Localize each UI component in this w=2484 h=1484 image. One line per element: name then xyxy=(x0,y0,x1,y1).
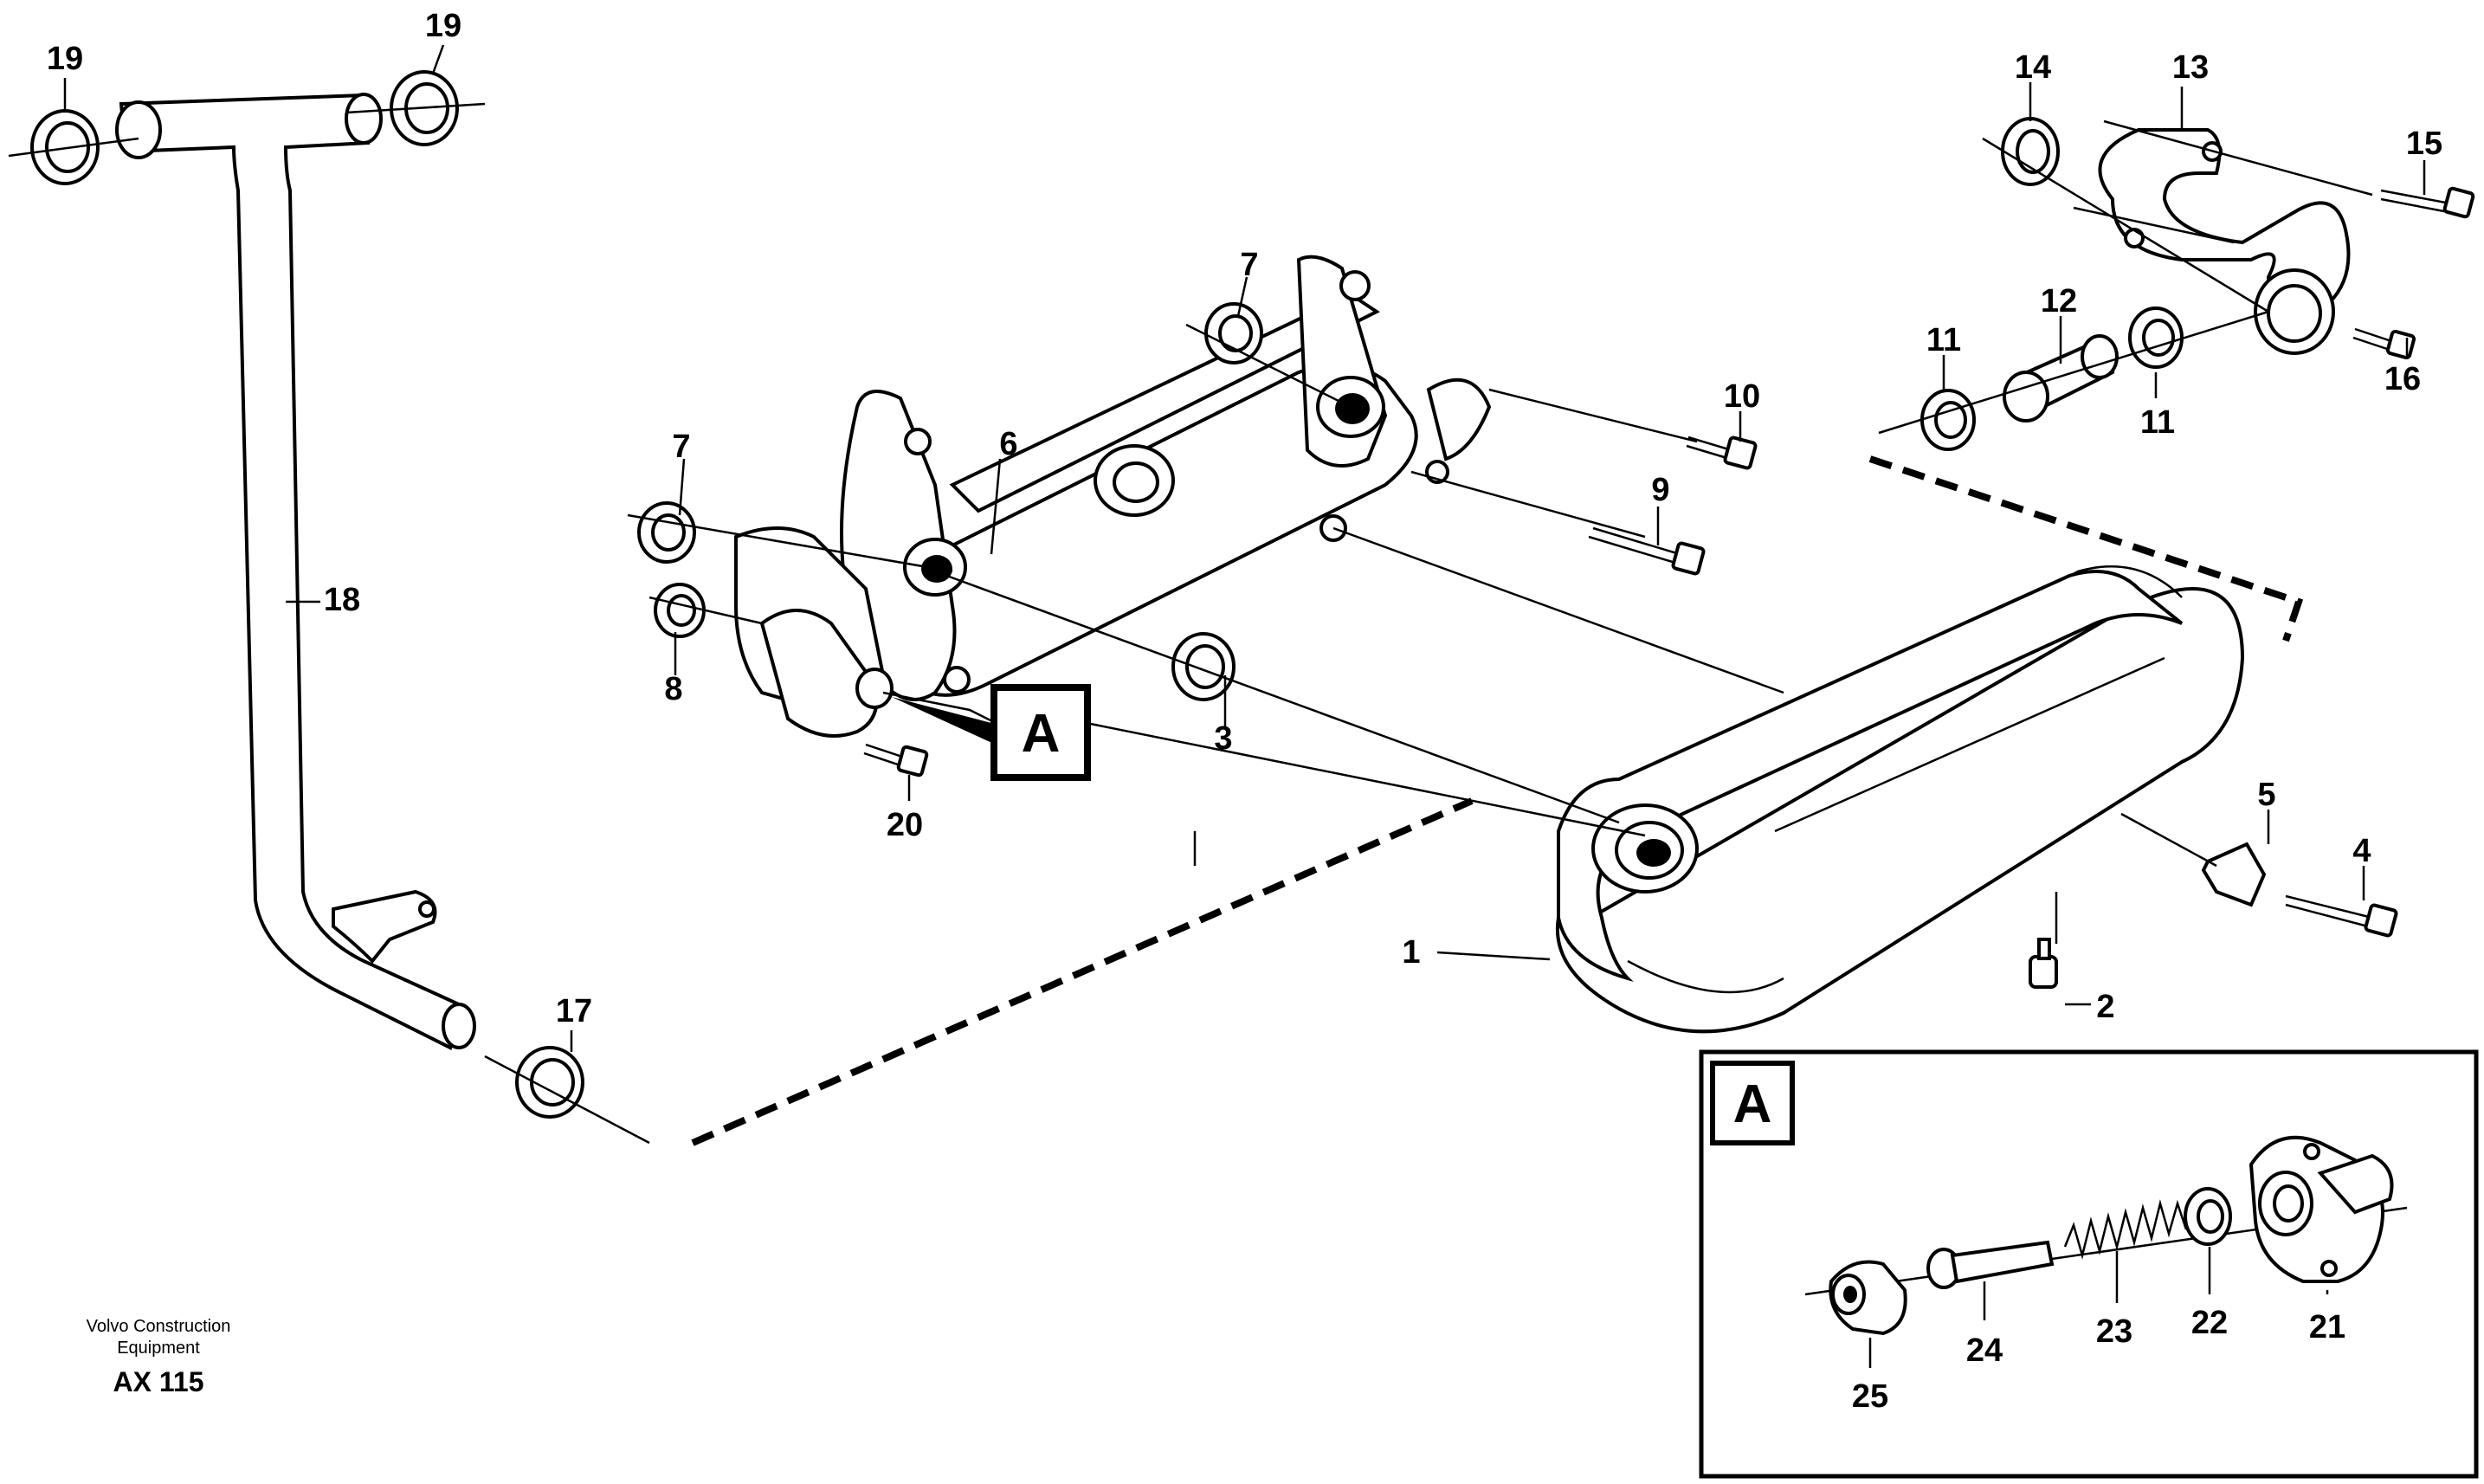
bolt-16 xyxy=(2352,327,2416,360)
bolt-4 xyxy=(2285,894,2398,938)
callout-9: 9 xyxy=(1651,472,1669,508)
bracket xyxy=(2201,842,2267,907)
valve-plug-25 xyxy=(1829,1260,1907,1336)
callout-13: 13 xyxy=(2172,49,2209,86)
callout-14: 14 xyxy=(2015,49,2051,86)
bolt-10 xyxy=(1686,436,1758,470)
o-ring-17 xyxy=(515,1046,584,1119)
o-ring-8 xyxy=(654,583,706,638)
leader-lines xyxy=(63,44,2426,1145)
callout-24: 24 xyxy=(1966,1332,2003,1369)
pipe-18 xyxy=(115,93,476,1050)
callout-12: 12 xyxy=(2041,283,2077,319)
publisher-credit: Volvo Construction Equipment AX 115 xyxy=(87,1317,231,1397)
callout-25: 25 xyxy=(1852,1378,1888,1415)
bolt-20 xyxy=(863,743,929,777)
callout-3: 3 xyxy=(1214,720,1232,757)
callout-23: 23 xyxy=(2096,1313,2132,1350)
valve-cover-21 xyxy=(2249,1135,2394,1283)
figure-code: AX 115 xyxy=(113,1366,204,1397)
spring-23 xyxy=(2063,1199,2188,1260)
callout-2: 2 xyxy=(2096,989,2114,1025)
o-ring-22 xyxy=(2184,1187,2232,1246)
callout-11b: 11 xyxy=(2140,404,2175,441)
o-ring-11a xyxy=(1920,389,1976,451)
callout-21: 21 xyxy=(2309,1309,2345,1345)
o-ring-7a xyxy=(637,501,696,564)
callout-7b: 7 xyxy=(1240,247,1258,283)
piston-24 xyxy=(1926,1240,2055,1289)
o-ring-7b xyxy=(1204,302,1263,365)
oil-cooler xyxy=(1555,565,2245,1034)
callout-11a: 11 xyxy=(1926,322,1961,358)
detail-box-a: A xyxy=(1699,1049,2479,1479)
callout-4: 4 xyxy=(2352,833,2371,869)
callout-labels: 1 2 3 4 5 6 7 7 8 9 10 11 11 12 13 14 15… xyxy=(47,8,2442,1415)
callout-15: 15 xyxy=(2406,126,2442,162)
callout-19b: 19 xyxy=(425,8,461,44)
callout-16: 16 xyxy=(2384,361,2421,397)
callout-8: 8 xyxy=(664,671,682,707)
detail-box-letter: A xyxy=(1733,1074,1772,1134)
credit-line-1: Volvo Construction xyxy=(87,1317,231,1336)
callout-10: 10 xyxy=(1724,378,1760,415)
fitting-13 xyxy=(2098,128,2351,355)
o-ring-19a xyxy=(30,109,100,185)
callout-18: 18 xyxy=(324,582,360,618)
callout-7a: 7 xyxy=(672,429,690,465)
o-ring-11b xyxy=(2128,306,2184,369)
callout-20: 20 xyxy=(887,807,923,843)
drain-plug xyxy=(2029,938,2058,989)
o-ring-3 xyxy=(1171,632,1236,701)
bolt-15 xyxy=(2380,186,2475,219)
callout-1: 1 xyxy=(1402,934,1420,971)
callout-22: 22 xyxy=(2191,1305,2228,1341)
callout-19a: 19 xyxy=(47,41,83,77)
callout-5: 5 xyxy=(2257,777,2275,813)
detail-marker-a: A xyxy=(892,684,1091,781)
credit-line-2: Equipment xyxy=(117,1339,200,1358)
detail-marker-letter: A xyxy=(1022,704,1061,764)
filter-housing xyxy=(734,255,1492,738)
callout-17: 17 xyxy=(556,993,592,1029)
bolt-9 xyxy=(1588,526,1706,576)
o-ring-14 xyxy=(2001,117,2060,186)
dashed-oil-lines xyxy=(691,455,2304,1146)
callout-6: 6 xyxy=(999,426,1017,462)
